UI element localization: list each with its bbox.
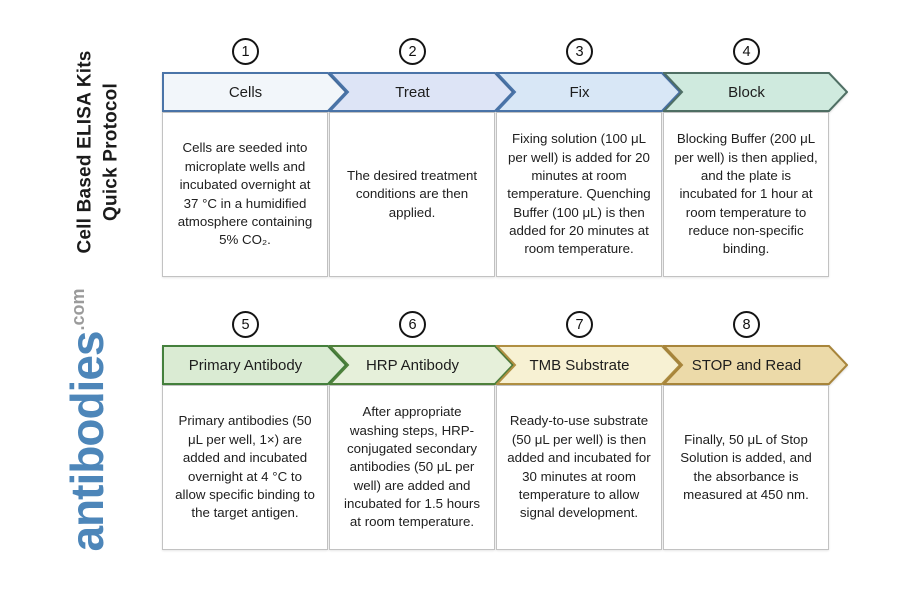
arrow-banner-shape bbox=[162, 345, 347, 385]
step-description: Blocking Buffer (200 μL per well) is the… bbox=[674, 131, 818, 257]
arrow-banner bbox=[496, 345, 681, 385]
step-title: TMB Substrate bbox=[529, 356, 630, 374]
step-description-box: Blocking Buffer (200 μL per well) is the… bbox=[663, 112, 829, 277]
arrow-banner bbox=[663, 72, 848, 112]
step-4: 4 Block Blocking Buffer (200 μL per well… bbox=[663, 38, 848, 282]
step-6: 6 HRP Antibody After appropriate washing… bbox=[329, 311, 514, 555]
step-5: 5 Primary Antibody Primary antibodies (5… bbox=[162, 311, 347, 555]
step-description-box: Fixing solution (100 μL per well) is add… bbox=[496, 112, 662, 277]
step-description-box: Finally, 50 μL of Stop Solution is added… bbox=[663, 385, 829, 550]
step-description: Primary antibodies (50 μL per well, 1×) … bbox=[175, 413, 315, 521]
arrow-banner-shape bbox=[329, 345, 514, 385]
page-title-line1: Cell Based ELISA Kits bbox=[74, 50, 96, 254]
arrow-banner bbox=[663, 345, 848, 385]
arrow-banner-shape bbox=[162, 72, 347, 112]
arrow-banner bbox=[162, 72, 347, 112]
step-8: 8 STOP and Read Finally, 50 μL of Stop S… bbox=[663, 311, 848, 555]
step-title: STOP and Read bbox=[691, 356, 802, 374]
step-description: Finally, 50 μL of Stop Solution is added… bbox=[680, 431, 812, 502]
step-description-box: After appropriate washing steps, HRP-con… bbox=[329, 385, 495, 550]
step-description-box: Primary antibodies (50 μL per well, 1×) … bbox=[162, 385, 328, 550]
step-number-badge: 6 bbox=[399, 311, 426, 338]
step-title: HRP Antibody bbox=[365, 356, 460, 374]
step-number-badge: 2 bbox=[399, 38, 426, 65]
page-title-line2: Quick Protocol bbox=[100, 83, 121, 221]
arrow-banner bbox=[496, 72, 681, 112]
step-description: Fixing solution (100 μL per well) is add… bbox=[507, 131, 651, 257]
step-title: Primary Antibody bbox=[188, 356, 303, 374]
arrow-banner-shape bbox=[663, 345, 848, 385]
step-number-badge: 8 bbox=[733, 311, 760, 338]
step-description: Cells are seeded into microplate wells a… bbox=[177, 140, 313, 248]
step-number-badge: 3 bbox=[566, 38, 593, 65]
step-title: Cells bbox=[228, 83, 263, 101]
step-description-box: The desired treatment conditions are the… bbox=[329, 112, 495, 277]
arrow-banner bbox=[329, 72, 514, 112]
step-title: Fix bbox=[569, 83, 590, 101]
arrow-banner bbox=[329, 345, 514, 385]
step-number-badge: 7 bbox=[566, 311, 593, 338]
brand-logo: antibodies .com bbox=[61, 288, 113, 552]
step-description: The desired treatment conditions are the… bbox=[346, 167, 478, 220]
step-title: Treat bbox=[395, 83, 430, 101]
page-title: Cell Based ELISA Kits Quick Protocol bbox=[72, 0, 123, 317]
step-number-badge: 5 bbox=[232, 311, 259, 338]
arrow-banner bbox=[162, 345, 347, 385]
brand-logo-text: antibodies bbox=[61, 331, 113, 552]
brand-logo-suffix: .com bbox=[68, 288, 88, 331]
arrow-banner-shape bbox=[663, 72, 848, 112]
step-2: 2 Treat The desired treatment conditions… bbox=[329, 38, 514, 282]
step-number-badge: 4 bbox=[733, 38, 760, 65]
step-description: After appropriate washing steps, HRP-con… bbox=[343, 404, 480, 530]
step-1: 1 Cells Cells are seeded into microplate… bbox=[162, 38, 347, 282]
step-number-badge: 1 bbox=[232, 38, 259, 65]
step-description-box: Ready-to-use substrate (50 μL per well) … bbox=[496, 385, 662, 550]
step-title: Block bbox=[728, 83, 765, 101]
arrow-banner-shape bbox=[496, 72, 681, 112]
step-description-box: Cells are seeded into microplate wells a… bbox=[162, 112, 328, 277]
step-3: 3 Fix Fixing solution (100 μL per well) … bbox=[496, 38, 681, 282]
step-7: 7 TMB Substrate Ready-to-use substrate (… bbox=[496, 311, 681, 555]
arrow-banner-shape bbox=[329, 72, 514, 112]
arrow-banner-shape bbox=[496, 345, 681, 385]
step-description: Ready-to-use substrate (50 μL per well) … bbox=[507, 413, 651, 521]
